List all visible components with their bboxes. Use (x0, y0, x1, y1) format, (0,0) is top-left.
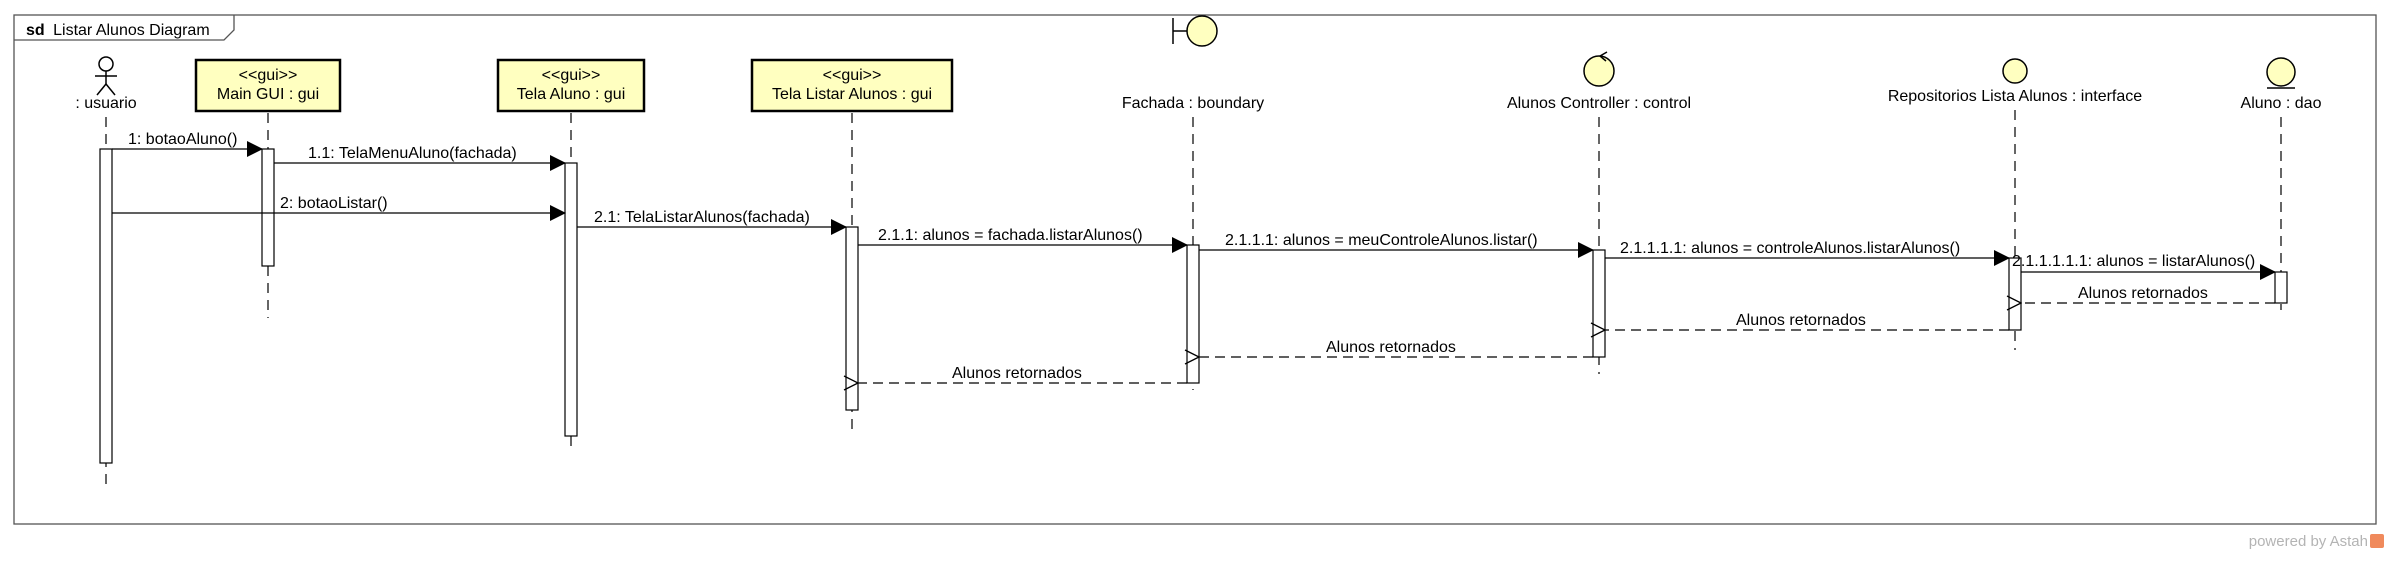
participant-label: Tela Aluno : gui (517, 86, 626, 103)
svg-text:sd Listar Alunos Diagram: sd Listar Alunos Diagram (26, 22, 210, 39)
reply-label-r2: Alunos retornados (1736, 312, 1866, 329)
actor-icon (95, 56, 117, 96)
reply-label-r1: Alunos retornados (2078, 285, 2208, 302)
message-label-m2-1-1: 2.1.1: alunos = fachada.listarAlunos() (878, 227, 1143, 244)
participant-fachada[interactable]: Fachada : boundary (1122, 15, 1264, 112)
astah-watermark: powered by Astah (2249, 533, 2384, 550)
participant-aluno-dao[interactable]: Aluno : dao (2241, 57, 2322, 112)
watermark-text: powered by Astah (2248, 533, 2368, 550)
participant-main-gui[interactable]: <<gui>> Main GUI : gui (194, 58, 342, 113)
stereotype-label: <<gui>> (239, 67, 298, 84)
participant-usuario[interactable]: : usuario (75, 56, 137, 112)
interface-icon (2002, 58, 2028, 84)
activation-aluno-dao (2274, 271, 2288, 304)
activation-tela-aluno (564, 162, 578, 437)
participant-repositorios[interactable]: Repositorios Lista Alunos : interface (1888, 58, 2142, 105)
message-label-m2-1-1-1: 2.1.1.1: alunos = meuControleAlunos.list… (1225, 232, 1538, 249)
participant-label: Alunos Controller : control (1507, 95, 1691, 112)
activation-bars (99, 148, 2288, 464)
participant-label: : usuario (75, 95, 136, 112)
message-label-m2-1-1-1-1: 2.1.1.1.1: alunos = controleAlunos.lista… (1620, 240, 1960, 257)
participant-label: Aluno : dao (2241, 95, 2322, 112)
message-label-m2-1-1-1-1-1: 2.1.1.1.1.1: alunos = listarAlunos() (2012, 253, 2255, 270)
boundary-icon (1172, 15, 1218, 47)
message-label-m1-1: 1.1: TelaMenuAluno(fachada) (308, 145, 517, 162)
message-labels: 1: botaoAluno() 1.1: TelaMenuAluno(facha… (128, 131, 2255, 382)
message-label-m2: 2: botaoListar() (280, 195, 388, 212)
activation-alunos-controller (1592, 249, 1606, 358)
activation-tela-listar-alunos (845, 226, 859, 411)
stereotype-label: <<gui>> (542, 67, 601, 84)
participant-label: Tela Listar Alunos : gui (772, 86, 932, 103)
participant-tela-aluno[interactable]: <<gui>> Tela Aluno : gui (496, 58, 646, 113)
participant-label: Repositorios Lista Alunos : interface (1888, 88, 2142, 105)
participant-tela-listar-alunos[interactable]: <<gui>> Tela Listar Alunos : gui (750, 58, 954, 113)
diagram-frame: sd Listar Alunos Diagram (13, 14, 2377, 525)
participant-label: Main GUI : gui (217, 86, 319, 103)
activation-repositorios (2008, 257, 2022, 331)
stereotype-label: <<gui>> (823, 67, 882, 84)
control-icon (1583, 51, 1615, 87)
activation-usuario (99, 148, 113, 464)
participant-label: Fachada : boundary (1122, 95, 1264, 112)
frame-title: Listar Alunos Diagram (53, 22, 210, 39)
activation-main-gui (261, 148, 275, 267)
message-label-m2-1: 2.1: TelaListarAlunos(fachada) (594, 209, 810, 226)
message-label-m1: 1: botaoAluno() (128, 131, 237, 148)
entity-icon (2266, 57, 2296, 89)
reply-label-r4: Alunos retornados (952, 365, 1082, 382)
participant-alunos-controller[interactable]: Alunos Controller : control (1507, 51, 1691, 112)
frame-keyword: sd (26, 22, 45, 39)
astah-logo-icon (2370, 534, 2384, 548)
reply-label-r3: Alunos retornados (1326, 339, 1456, 356)
activation-fachada (1186, 244, 1200, 384)
messages (112, 141, 2276, 383)
